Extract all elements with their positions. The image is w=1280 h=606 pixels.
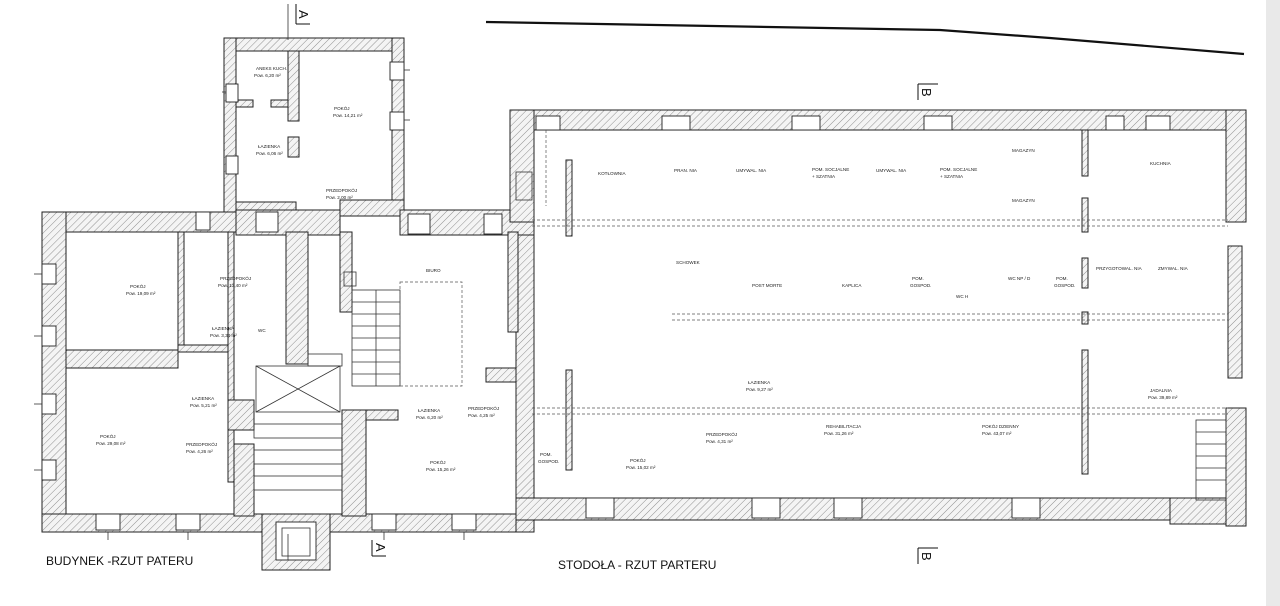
room-area: Pow. 39,89 m² — [1148, 395, 1178, 400]
room-area: Pow. 19,09 m² — [126, 291, 156, 296]
room-name: ŁAZIENKA — [212, 326, 235, 331]
room-area: GOSPOD. — [1054, 283, 1075, 288]
room-area: Pow. 9,27 m² — [746, 387, 773, 392]
barn-beams — [515, 130, 1228, 501]
terrain-line — [485, 20, 1245, 56]
room-area: Pow. 5,21 m² — [190, 403, 217, 408]
building-plan-title: BUDYNEK -RZUT PATERU — [46, 554, 193, 568]
room-area: Pow. 3,34 m² — [210, 333, 237, 338]
room-name: PRZEDPOKÓJ — [468, 405, 499, 411]
staircase — [343, 271, 463, 387]
room-area: Pow. 14,21 m² — [333, 113, 363, 118]
section-mark-b-top: B — [919, 88, 934, 97]
room-name: MAGAZYN — [1012, 198, 1035, 203]
room-area: Pow. 4,25 m² — [468, 413, 495, 418]
window-ticks — [34, 69, 465, 540]
room-name: POM. — [1056, 276, 1068, 281]
room-name: KAPLICA — [842, 283, 862, 288]
right-scroll-edge — [1266, 0, 1280, 606]
building-windows — [41, 61, 503, 531]
room-area: Pow. 13,40 m² — [218, 283, 248, 288]
room-area: Pow. 31,26 m² — [824, 431, 854, 436]
room-name: WC — [258, 328, 266, 333]
room-name: POM. SOCJALNE — [940, 167, 977, 172]
room-area: Pow. 4,26 m² — [186, 449, 213, 454]
room-area: GOSPOD. — [538, 459, 559, 464]
room-area: Pow. 15,02 m² — [626, 465, 656, 470]
room-name: ANEKS KUCH. — [256, 66, 287, 71]
room-name: POKÓJ — [630, 457, 646, 463]
room-name: POM. SOCJALNE — [812, 167, 849, 172]
section-mark-a-bottom: A — [373, 543, 388, 552]
room-area: Pow. 15,26 m² — [426, 467, 456, 472]
room-name: PRZEDPOKÓJ — [186, 441, 217, 447]
barn-room-labels: KOTŁOWNIA PRAN. NIA UMYWAL. NIA POM. SOC… — [538, 148, 1189, 470]
room-name: SCHOWEK — [676, 260, 701, 265]
entrance-vestibule — [261, 513, 331, 571]
corridor-void-marks — [253, 353, 343, 491]
room-name: MAGAZYN — [1012, 148, 1035, 153]
barn-windows — [535, 115, 1171, 519]
room-name: POKÓJ — [334, 105, 350, 111]
room-name: POM. — [540, 452, 552, 457]
room-area: Pow. 29,08 m² — [96, 441, 126, 446]
room-name: POM. — [912, 276, 924, 281]
building-room-labels: ANEKS KUCH. Pow. 6,20 m² POKÓJ Pow. 14,2… — [96, 66, 499, 472]
room-name: POKÓJ — [100, 433, 116, 439]
room-name: WC H — [956, 294, 968, 299]
room-area: Pow. 6,20 m² — [416, 415, 443, 420]
room-name: UMYWAL. NIA — [876, 168, 907, 173]
room-area: GOSPOD. — [910, 283, 931, 288]
room-name: ŁAZIENKA — [258, 144, 281, 149]
room-name: KOTŁOWNIA — [598, 171, 627, 176]
section-mark-b-bottom: B — [919, 552, 934, 561]
room-name: ŁAZIENKA — [192, 396, 215, 401]
room-name: REHABILITACJA — [826, 424, 862, 429]
room-name: ZMYWAL. NIA — [1158, 266, 1189, 271]
room-name: POKÓJ — [430, 459, 446, 465]
room-name: UMYWAL. NIA — [736, 168, 767, 173]
room-name: PRZEDPOKÓJ — [220, 275, 251, 281]
room-name: ŁAZIENKA — [418, 408, 441, 413]
room-name: PRZYGOTOWAL. NIA — [1096, 266, 1143, 271]
room-name: WC NP / D — [1008, 276, 1031, 281]
room-name: POST MORTE — [752, 283, 782, 288]
room-area: Pow. 2,00 m² — [326, 195, 353, 200]
room-area: + SZATNIA — [940, 174, 964, 179]
section-mark-a-top: A — [296, 10, 311, 19]
room-area: Pow. 43,07 m² — [982, 431, 1012, 436]
section-markers — [287, 4, 938, 564]
room-area: Pow. 4,31 m² — [706, 439, 733, 444]
room-name: ŁAZIENKA — [748, 380, 771, 385]
room-area: + SZATNIA — [812, 174, 836, 179]
barn-plan-title: STODOŁA - RZUT PARTERU — [558, 558, 716, 572]
room-name: POKÓJ — [130, 283, 146, 289]
building-walls — [41, 37, 535, 533]
room-area: Pow. 6,20 m² — [254, 73, 281, 78]
room-name: KUCHNIA — [1150, 161, 1172, 166]
room-name: POKÓJ DZIENNY — [982, 423, 1019, 429]
room-name: PRAN. NIA — [674, 168, 698, 173]
room-name: PRZEDPOKÓJ — [706, 431, 737, 437]
room-name: BIURO — [426, 268, 441, 273]
room-area: Pow. 6,06 m² — [256, 151, 283, 156]
room-name: JADALNIA — [1150, 388, 1173, 393]
room-name: PRZEDPOKÓJ — [326, 187, 357, 193]
